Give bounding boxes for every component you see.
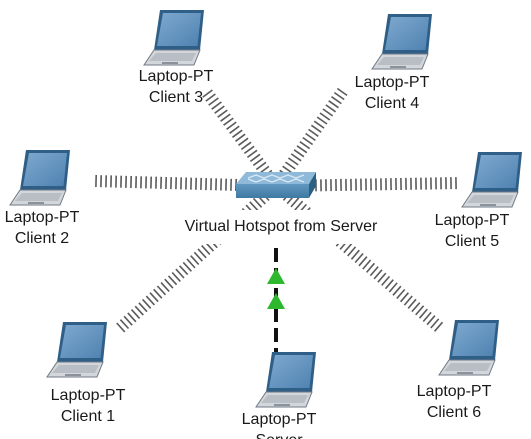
device-name: Server	[242, 430, 317, 439]
laptop-icon[interactable]	[438, 319, 500, 376]
link-up-triangle-icon	[267, 268, 285, 284]
laptop-icon[interactable]	[255, 351, 317, 408]
hotspot-label: Virtual Hotspot from Server	[150, 210, 412, 244]
device-model: Laptop-PT	[354, 74, 430, 91]
device-model: Laptop-PT	[50, 387, 126, 404]
device-label-client-4: Laptop-PT Client 4	[355, 72, 430, 114]
wireless-link-client-6	[271, 180, 444, 332]
laptop-icon[interactable]	[371, 13, 433, 70]
laptop-icon[interactable]	[9, 149, 71, 206]
device-label-client-2: Laptop-PT Client 2	[5, 207, 80, 249]
access-point-icon[interactable]	[236, 172, 316, 198]
wireless-link-client-1	[116, 181, 281, 333]
device-label-client-1: Laptop-PT Client 1	[51, 385, 126, 427]
link-up-triangle-icon	[267, 293, 285, 309]
device-model: Laptop-PT	[416, 383, 492, 400]
device-name: Client 2	[14, 230, 70, 247]
laptops-layer	[9, 9, 523, 408]
device-name: Client 5	[444, 233, 500, 250]
device-model: Laptop-PT	[241, 411, 317, 428]
laptop-icon[interactable]	[461, 151, 523, 208]
device-name: Client 3	[148, 89, 204, 106]
device-name: Client 4	[364, 95, 420, 112]
device-label-client-3: Laptop-PT Client 3	[139, 66, 214, 108]
device-model: Laptop-PT	[4, 209, 80, 226]
device-label-server: Laptop-PT Server	[242, 409, 317, 439]
laptop-icon[interactable]	[143, 9, 205, 66]
device-model: Laptop-PT	[434, 212, 510, 229]
device-name: Client 1	[60, 408, 116, 425]
device-label-client-6: Laptop-PT Client 6	[417, 381, 492, 423]
laptop-icon[interactable]	[46, 321, 108, 378]
device-model: Laptop-PT	[138, 68, 214, 85]
wireless-link-client-3	[202, 89, 282, 191]
device-name: Client 6	[426, 404, 482, 421]
device-label-client-5: Laptop-PT Client 5	[435, 210, 510, 252]
